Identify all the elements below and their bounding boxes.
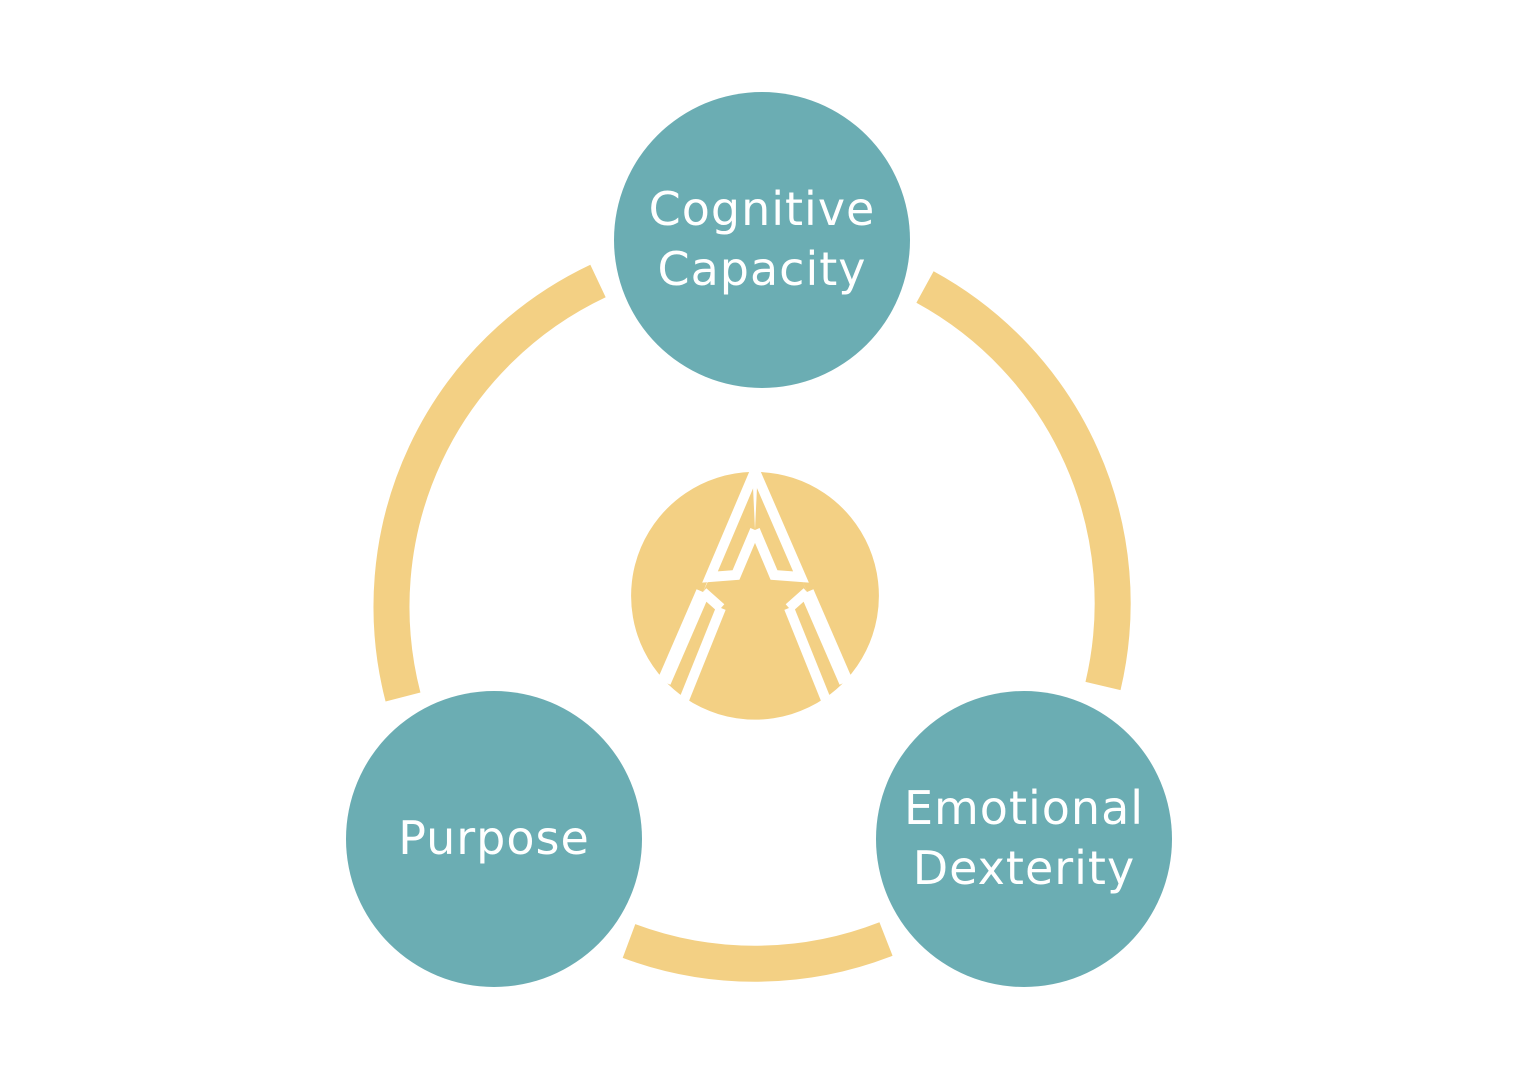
compass-a-logo [631, 469, 879, 720]
logo-right-inner-cut [785, 588, 811, 612]
logo-left-inner-cut [699, 588, 725, 612]
logo-left-base-cut [679, 606, 726, 702]
node-purpose-circle [346, 691, 642, 987]
node-cognitive-capacity-circle [614, 92, 910, 388]
node-emotional-dexterity-circle [876, 691, 1172, 987]
logo-left-segment [631, 471, 755, 680]
ring-arc-top-right [916, 271, 1131, 691]
logo-right-base-cut [784, 606, 831, 702]
logo-right-leg-cut [800, 589, 853, 685]
logo-left-cut [702, 469, 760, 583]
logo-left-leg-cut [657, 589, 710, 685]
logo-base-segment [664, 592, 846, 698]
logo-right-segment [755, 471, 879, 680]
logo-right-cut [750, 469, 809, 583]
ring-arc-bottom [622, 922, 893, 982]
ring-arc-top-left [373, 264, 606, 702]
